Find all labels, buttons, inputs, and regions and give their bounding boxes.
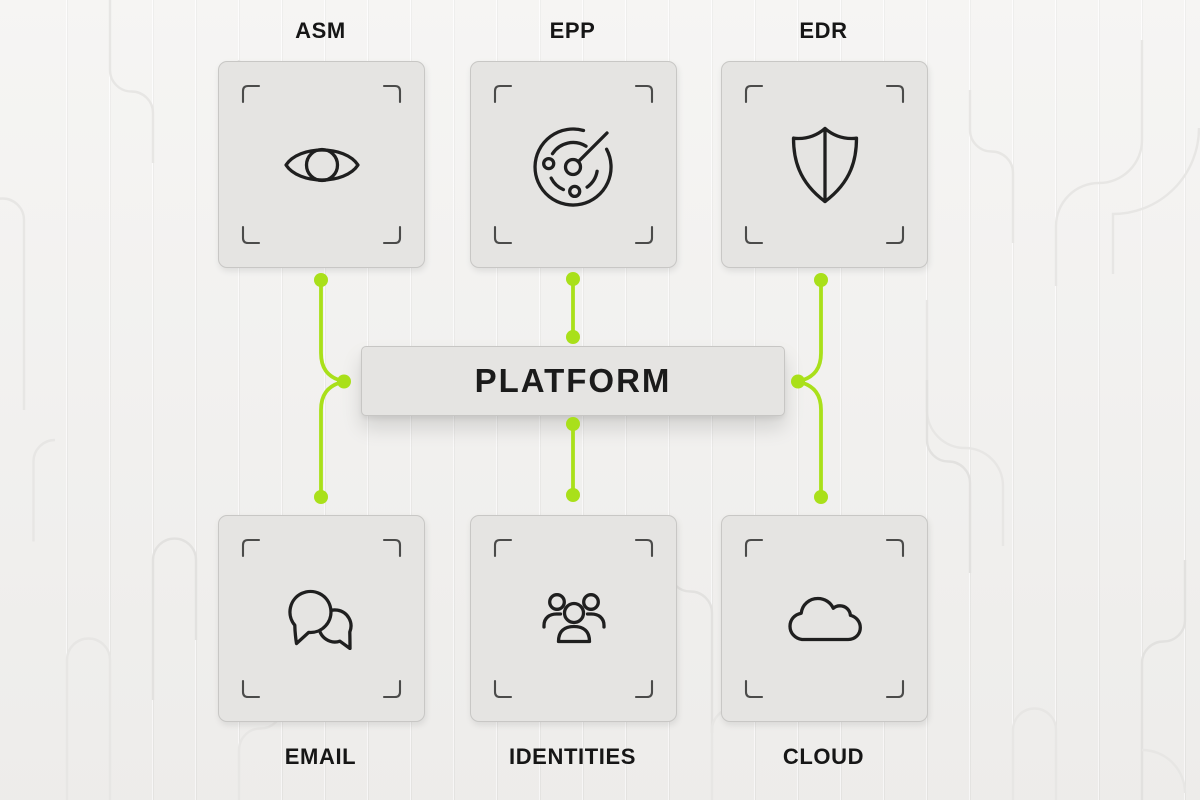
node-label-asm: ASM (295, 18, 346, 43)
node-label-identities: IDENTITIES (508, 744, 636, 769)
card-email (218, 515, 425, 722)
platform-label: PLATFORM (474, 362, 672, 399)
platform-bar: PLATFORM (361, 346, 785, 416)
people-icon (541, 592, 606, 643)
frame-brackets-icon (241, 84, 402, 245)
radar-icon (532, 126, 613, 207)
card-epp (470, 61, 677, 268)
frame-brackets-icon (744, 538, 905, 699)
frame-brackets-icon (493, 538, 654, 699)
card-cloud (721, 515, 928, 722)
chat-bubbles-icon (287, 589, 353, 650)
frame-brackets-icon (241, 538, 402, 699)
card-asm (218, 61, 425, 268)
node-label-edr: EDR (799, 18, 848, 43)
frame-brackets-icon (493, 84, 654, 245)
card-edr (721, 61, 928, 268)
eye-icon (283, 147, 360, 182)
frame-brackets-icon (744, 84, 905, 245)
node-label-epp: EPP (549, 18, 596, 43)
shield-icon (791, 126, 858, 203)
card-identities (470, 515, 677, 722)
cloud-icon (787, 596, 862, 641)
node-label-cloud: CLOUD (782, 744, 865, 769)
node-label-email: EMAIL (284, 744, 357, 769)
